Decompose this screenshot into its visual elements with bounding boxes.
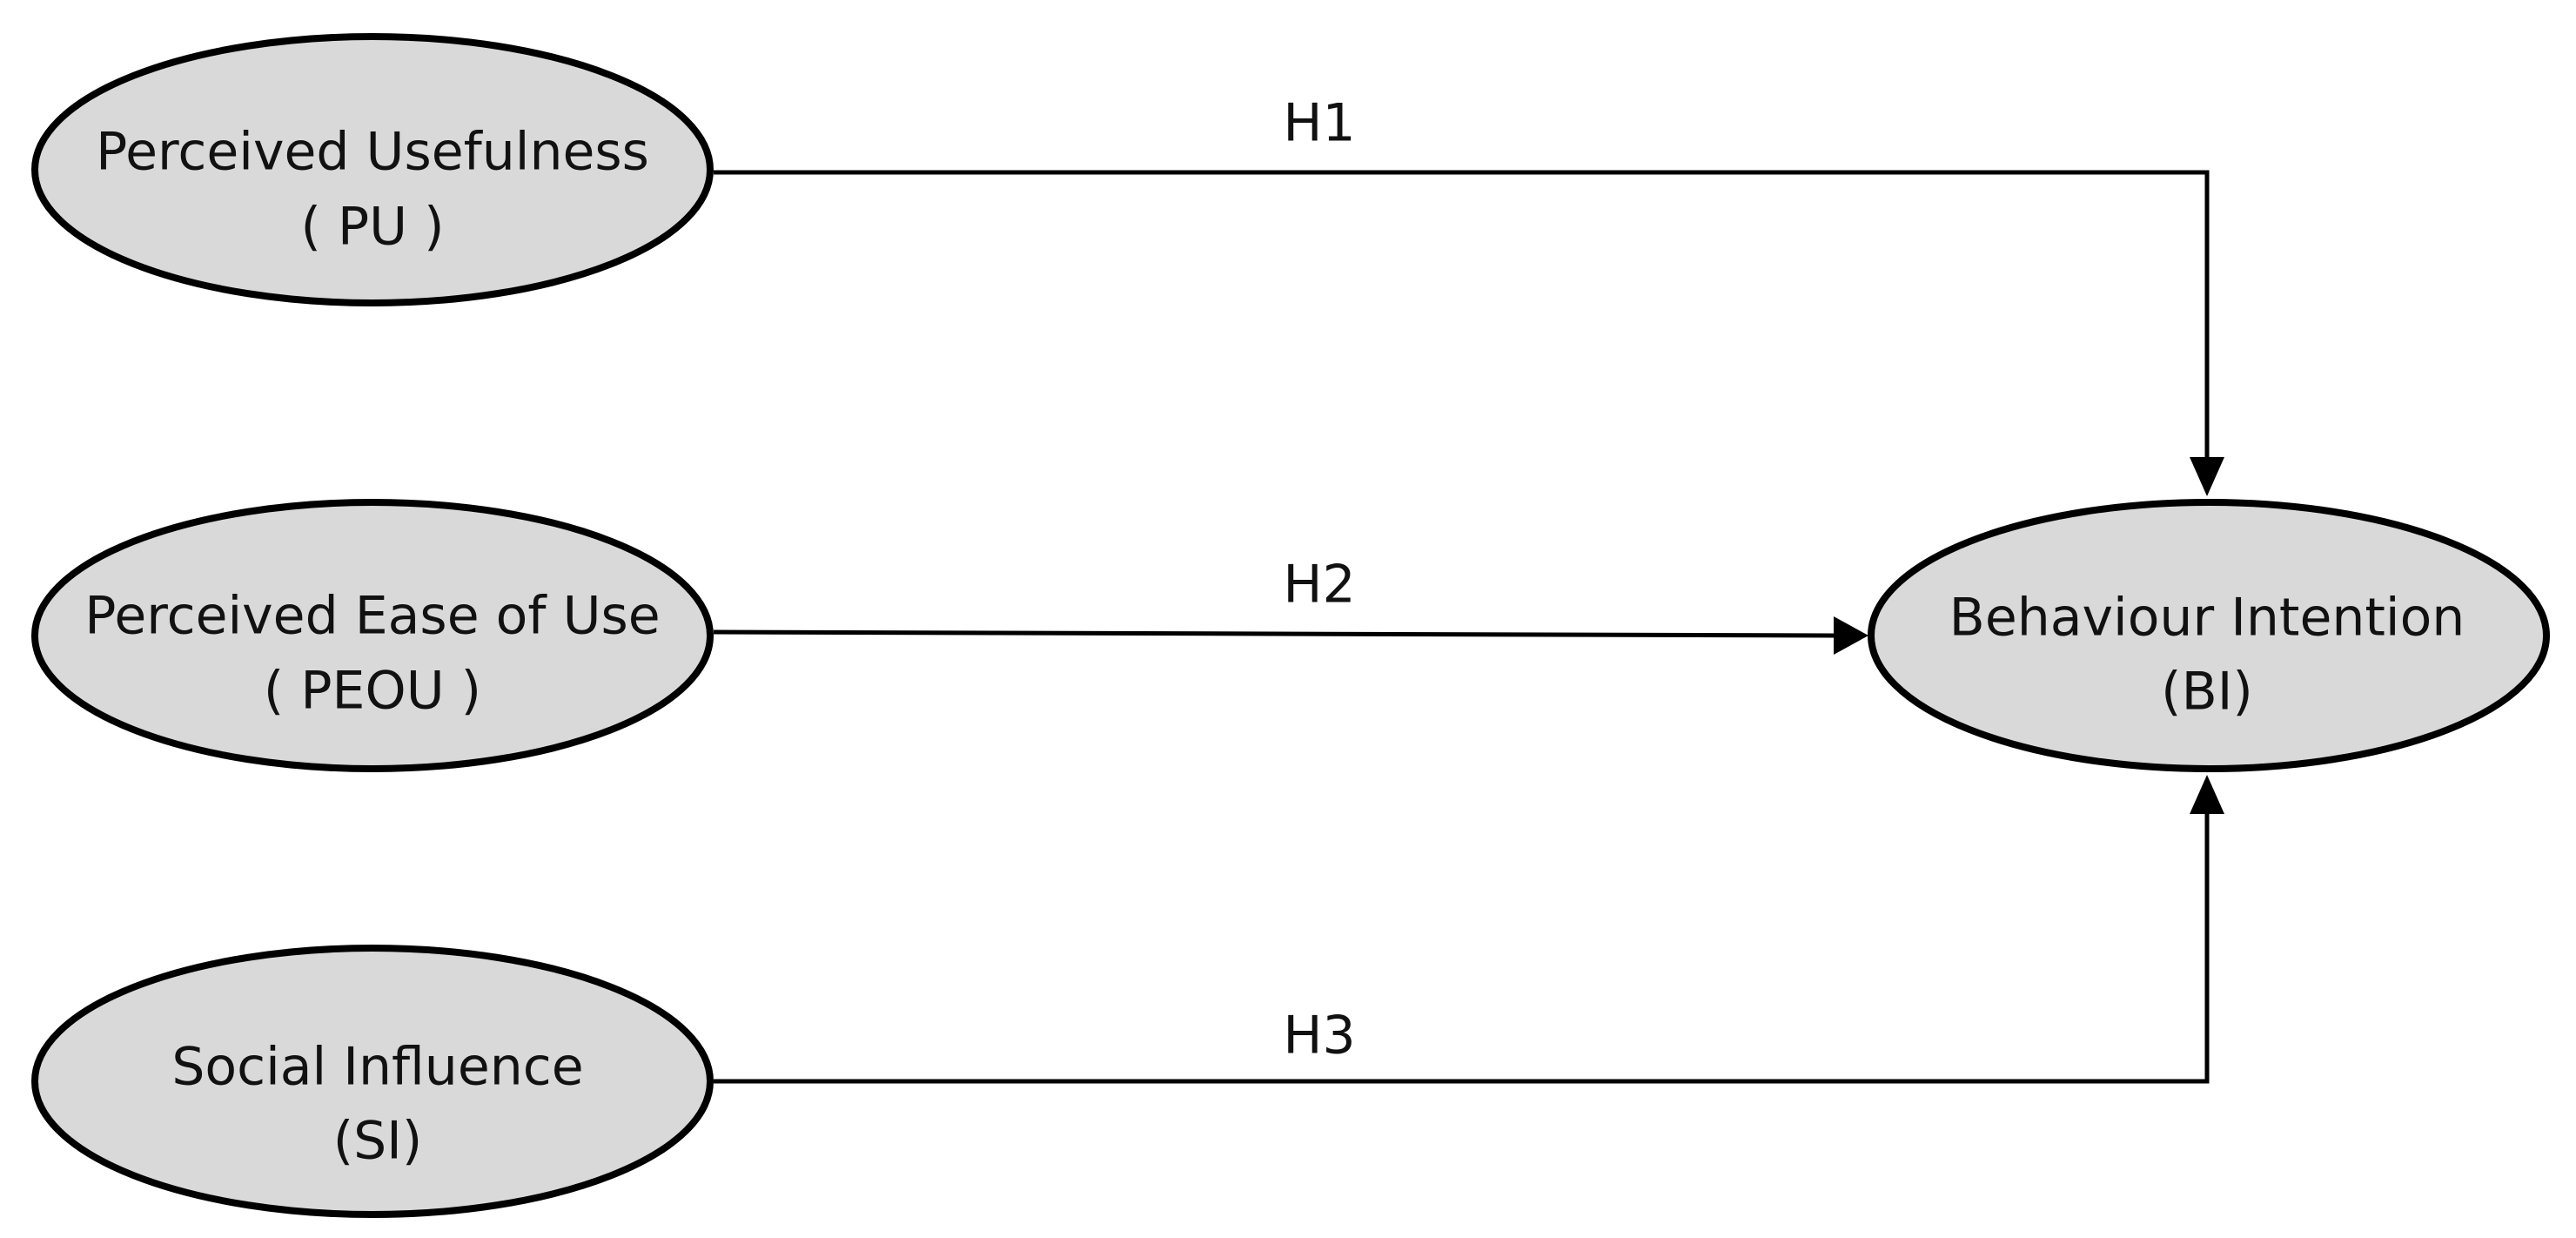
node-si-title: Social Influence [171,1037,583,1098]
edge-h1-arrowhead [2190,457,2224,496]
node-social-influence: Social Influence (SI) [31,945,714,1218]
edge-h1: H1 [714,93,2224,496]
node-bi-ellipse [1868,499,2550,772]
edge-h3-line [714,814,2210,1084]
node-peou-abbrev: ( PEOU ) [264,661,481,722]
node-peou-ellipse [31,499,714,772]
edge-h2: H2 [713,555,1868,655]
node-si-ellipse [31,945,714,1218]
node-pu-abbrev: ( PU ) [300,197,444,258]
node-si-abbrev: (SI) [333,1111,423,1172]
node-peou-title: Perceived Ease of Use [84,586,660,647]
edge-h3: H3 [714,775,2224,1084]
edge-h2-arrowhead [1834,616,1868,655]
node-pu-ellipse [31,33,714,306]
edge-h3-label: H3 [1283,1006,1355,1066]
edge-h3-arrowhead [2190,775,2224,814]
node-perceived-ease-of-use: Perceived Ease of Use ( PEOU ) [31,499,714,772]
node-perceived-usefulness: Perceived Usefulness ( PU ) [31,33,714,306]
edge-h2-label: H2 [1283,555,1355,616]
node-pu-title: Perceived Usefulness [96,122,649,183]
node-bi-abbrev: (BI) [2161,662,2253,723]
edge-h1-label: H1 [1283,93,1355,154]
node-bi-title: Behaviour Intention [1949,588,2465,649]
edge-h2-line [713,629,1835,638]
node-behaviour-intention: Behaviour Intention (BI) [1868,499,2550,772]
edge-h1-line [714,170,2210,457]
